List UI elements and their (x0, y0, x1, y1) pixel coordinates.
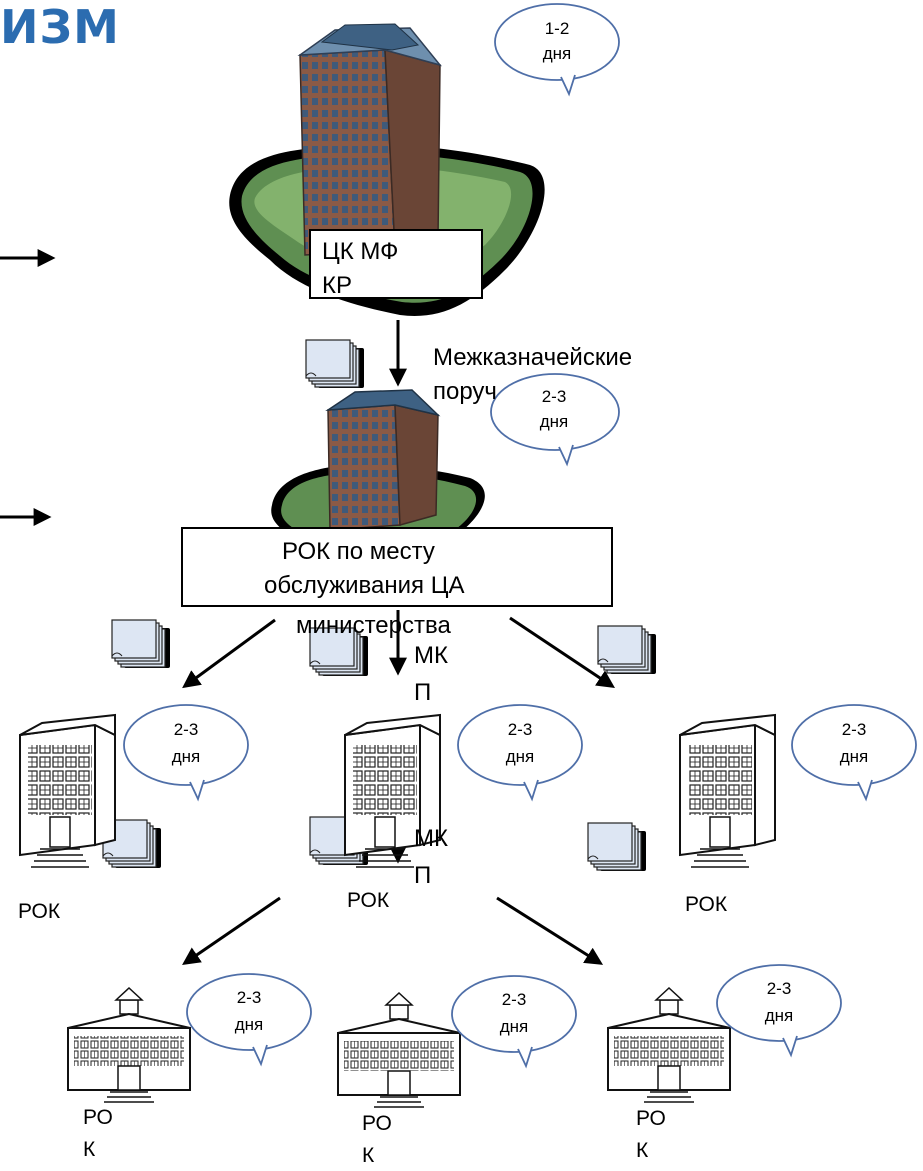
mid-tower-roof (325, 389, 441, 417)
arrow-rok-to-ro-left (182, 896, 281, 966)
ro-label-left-2: К (83, 1138, 96, 1161)
page-heading: ИЗМ (0, 0, 120, 54)
document-stack-icon (111, 619, 170, 668)
ro-building-icon (607, 986, 731, 1103)
arrow-rok-to-ro-right (496, 896, 604, 965)
bubble-rok-left-line-1: 2-3 (173, 720, 199, 739)
mkp-label-lower-2: П (414, 862, 432, 889)
top-tower-side (384, 49, 441, 251)
document-stack-icon (305, 339, 364, 388)
duration-bubble (490, 373, 620, 467)
duration-bubble (123, 704, 249, 802)
ro-label-center-1: РО (362, 1112, 392, 1135)
bubble-rok-right-line-1: 2-3 (841, 720, 867, 739)
document-stack-icon (597, 625, 656, 674)
arrow-mid-to-rok-left (182, 618, 276, 689)
mkp-label-upper-1: МК (414, 642, 448, 669)
mid-tower-side (394, 404, 439, 526)
top-box-line-1: ЦК МФ (322, 238, 399, 265)
rok-label-left: РОК (18, 900, 61, 923)
mkp-label-upper-2: П (414, 679, 432, 706)
rok-building-icon (344, 713, 441, 868)
bubble-rok-center-line-2: дня (505, 747, 535, 766)
ro-label-right-1: РО (636, 1107, 666, 1130)
top-box-bg (309, 229, 483, 299)
bubble-rok-right-line-2: дня (839, 747, 869, 766)
mid-box-bg (181, 527, 613, 607)
ro-building-icon (67, 986, 191, 1103)
duration-bubble (457, 704, 583, 802)
duration-bubble (494, 3, 620, 97)
bubble-ro-right-line-1: 2-3 (766, 979, 792, 998)
document-stack-icon (309, 627, 368, 676)
duration-bubble (186, 973, 312, 1067)
duration-bubble (716, 964, 842, 1058)
duration-bubble (791, 704, 917, 802)
mkp-label-lower-1: МК (414, 825, 448, 852)
ro-label-right-2: К (636, 1139, 649, 1162)
mid-tower-front (327, 404, 401, 531)
ro-label-center-2: К (362, 1144, 375, 1167)
bubble-mid-line-2: дня (539, 412, 569, 431)
bubble-rok-left-line-2: дня (171, 747, 201, 766)
arrow-mid-to-rok-right (509, 616, 615, 688)
bubble-ro-center-line-1: 2-3 (501, 990, 527, 1009)
document-stack-icon (587, 822, 646, 871)
rok-label-center: РОК (347, 889, 390, 912)
bubble-top-line-1: 1-2 (544, 19, 570, 38)
top-box-line-2: КР (322, 272, 352, 299)
ro-label-left-1: РО (83, 1106, 113, 1129)
bubble-ro-center-line-2: дня (499, 1017, 529, 1036)
bubble-ro-right-line-2: дня (764, 1006, 794, 1025)
ro-building-icon (337, 991, 461, 1108)
bubble-ro-left-line-2: дня (234, 1015, 264, 1034)
rok-building-icon (19, 713, 116, 868)
bubble-top-line-2: дня (542, 44, 572, 63)
duration-bubble (451, 975, 577, 1069)
edge-label-2: поруч (433, 378, 497, 405)
bubble-ro-left-line-1: 2-3 (236, 988, 262, 1007)
mid-box-line-3: министерства (296, 612, 451, 639)
bubble-mid-line-1: 2-3 (541, 387, 567, 406)
bubble-rok-center-line-1: 2-3 (507, 720, 533, 739)
top-tower-front (299, 49, 396, 256)
mid-box-line-2: обслуживания ЦА (264, 572, 465, 599)
rok-building-icon (679, 713, 776, 868)
rok-label-right: РОК (685, 893, 728, 916)
mid-box-line-1: РОК по месту (282, 538, 435, 565)
edge-label: Межказначейские (433, 344, 633, 371)
